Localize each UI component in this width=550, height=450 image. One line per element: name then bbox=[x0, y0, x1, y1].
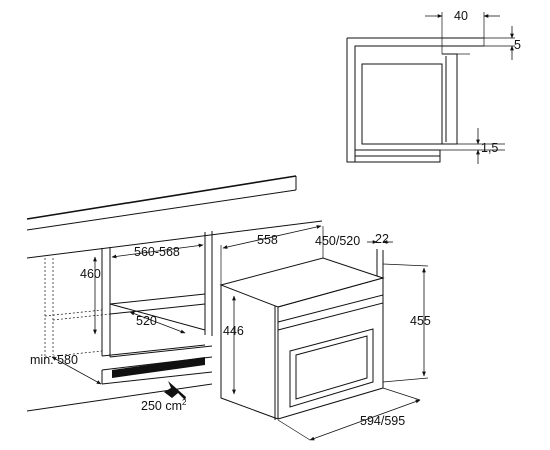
label-panel-depth: 450/520 bbox=[315, 234, 360, 248]
label-cavity-depth: 520 bbox=[136, 314, 157, 328]
section-detail bbox=[346, 12, 515, 164]
label-oven-depth: 558 bbox=[257, 233, 278, 247]
label-bottom-gap: 1,5 bbox=[481, 141, 498, 155]
label-top-depth: 40 bbox=[454, 9, 468, 23]
label-oven-front-height: 455 bbox=[410, 314, 431, 328]
label-cavity-height: 460 bbox=[80, 267, 101, 281]
label-door-thickness: 22 bbox=[375, 232, 389, 246]
label-vent-area: 250 cm2 bbox=[141, 398, 187, 413]
label-top-gap: 5 bbox=[514, 38, 521, 52]
label-min-depth: min. 580 bbox=[30, 353, 78, 367]
label-oven-width: 594/595 bbox=[360, 414, 405, 428]
label-cavity-width: 560-568 bbox=[134, 245, 180, 259]
oven-unit bbox=[219, 225, 429, 441]
vent-arrow-icon bbox=[164, 381, 186, 400]
label-oven-body-height: 446 bbox=[223, 324, 244, 338]
